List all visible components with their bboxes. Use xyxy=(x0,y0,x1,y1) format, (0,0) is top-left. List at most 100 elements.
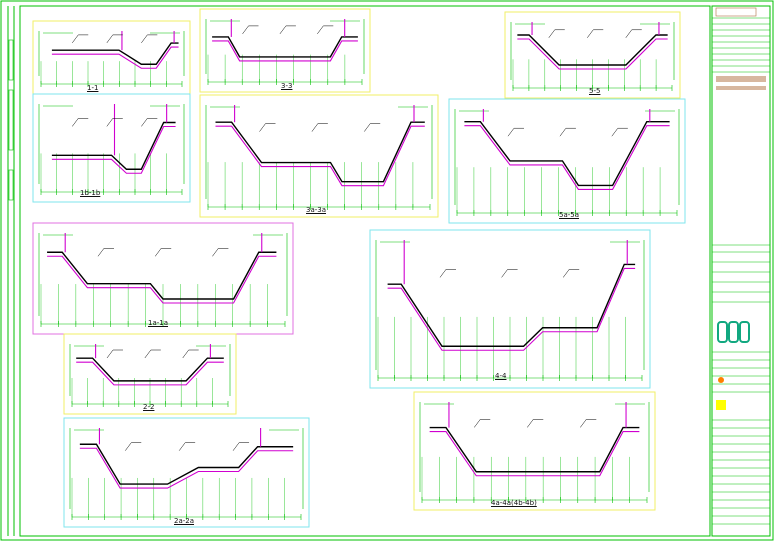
leader-line xyxy=(106,118,113,127)
rebar-line xyxy=(51,125,176,174)
rebar-line xyxy=(76,361,224,386)
leader-line xyxy=(279,25,287,35)
detail-label-1a-1a: 1a-1a xyxy=(148,319,169,327)
detail-frame xyxy=(199,8,371,93)
leader-line xyxy=(232,442,240,451)
concrete-outline xyxy=(517,34,668,66)
leader-line xyxy=(144,349,152,359)
detail-label-3a-3a: 3a-3a xyxy=(306,206,327,214)
title-block-rows xyxy=(712,7,770,525)
rebar-line xyxy=(79,447,294,489)
title-note xyxy=(715,7,757,17)
detail-frame xyxy=(199,94,439,218)
title-note xyxy=(716,86,766,90)
rebar-line xyxy=(429,431,640,477)
stamp-dot xyxy=(718,377,724,383)
concrete-outline xyxy=(51,121,176,170)
rebar-line xyxy=(47,255,277,304)
leader-line xyxy=(580,419,587,428)
leader-line xyxy=(72,118,79,127)
concrete-outline xyxy=(47,251,277,300)
leader-line xyxy=(212,248,219,257)
detail-label-1-1: 1-1 xyxy=(87,84,99,92)
detail-frame xyxy=(63,333,237,415)
detail-d3a xyxy=(199,94,439,218)
detail-label-5-5: 5-5 xyxy=(589,87,601,95)
title-note xyxy=(716,76,766,82)
detail-frame xyxy=(369,229,651,389)
detail-d1a xyxy=(32,222,294,335)
leader-line xyxy=(125,442,132,451)
detail-frame xyxy=(63,417,310,528)
detail-label-3-3: 3-3 xyxy=(281,82,293,90)
leader-line xyxy=(507,128,515,137)
detail-d2 xyxy=(63,333,237,415)
rebar-line xyxy=(212,40,358,62)
detail-frame xyxy=(32,93,191,203)
detail-d5 xyxy=(504,11,681,99)
leader-line xyxy=(311,123,319,132)
leader-line xyxy=(259,123,266,132)
binding-strip xyxy=(7,6,15,536)
leader-line xyxy=(154,248,162,257)
concrete-outline xyxy=(429,426,640,473)
rebar-line xyxy=(51,46,179,69)
detail-label-1b-1b: 1b-1b xyxy=(80,189,101,197)
leader-line xyxy=(501,269,508,278)
leader-line xyxy=(587,29,594,38)
concrete-outline xyxy=(387,263,636,347)
rebar-line xyxy=(464,125,670,190)
inner-border xyxy=(19,5,711,537)
detail-d4 xyxy=(369,229,651,389)
detail-d5a xyxy=(448,98,686,224)
detail-drawings xyxy=(32,8,686,528)
leader-line xyxy=(364,123,371,132)
detail-d1b xyxy=(32,93,191,203)
leader-line xyxy=(141,118,148,127)
leader-line xyxy=(141,34,148,44)
company-logo-icon xyxy=(717,321,750,343)
detail-d2a xyxy=(63,417,310,528)
leader-line xyxy=(527,419,534,428)
leader-line xyxy=(182,349,189,359)
leader-line xyxy=(625,29,632,38)
concrete-outline xyxy=(76,357,224,382)
detail-label-4-4: 4-4 xyxy=(495,372,507,380)
rebar-line xyxy=(215,125,425,187)
leader-line xyxy=(72,34,79,44)
stamp-highlight xyxy=(716,400,726,410)
title-block xyxy=(711,5,771,537)
rebar-line xyxy=(517,38,668,70)
rebar-line xyxy=(387,267,636,351)
leader-line xyxy=(548,29,555,38)
detail-label-2a-2a: 2a-2a xyxy=(174,517,195,525)
detail-frame xyxy=(413,391,656,511)
concrete-outline xyxy=(464,120,670,187)
detail-d3 xyxy=(199,8,371,93)
concrete-outline xyxy=(51,42,179,65)
leader-line xyxy=(439,269,447,278)
detail-frame xyxy=(448,98,686,224)
leader-line xyxy=(559,128,567,137)
leader-line xyxy=(317,25,324,35)
detail-frame xyxy=(504,11,681,99)
leader-line xyxy=(178,442,186,451)
detail-label-2-2: 2-2 xyxy=(143,403,155,411)
leader-line xyxy=(106,349,114,359)
detail-label-4a-4a-4b-4b: 4a-4a(4b-4b) xyxy=(491,499,537,507)
leader-line xyxy=(611,128,619,137)
detail-d1 xyxy=(32,20,191,95)
leader-line xyxy=(106,34,113,44)
detail-label-5a-5a: 5a-5a xyxy=(559,211,580,219)
concrete-outline xyxy=(215,121,425,183)
leader-line xyxy=(242,25,249,35)
leader-line xyxy=(474,419,481,428)
concrete-outline xyxy=(79,443,294,485)
leader-line xyxy=(563,269,570,278)
concrete-outline xyxy=(212,36,358,58)
detail-d4b xyxy=(413,391,656,511)
leader-line xyxy=(97,248,105,257)
